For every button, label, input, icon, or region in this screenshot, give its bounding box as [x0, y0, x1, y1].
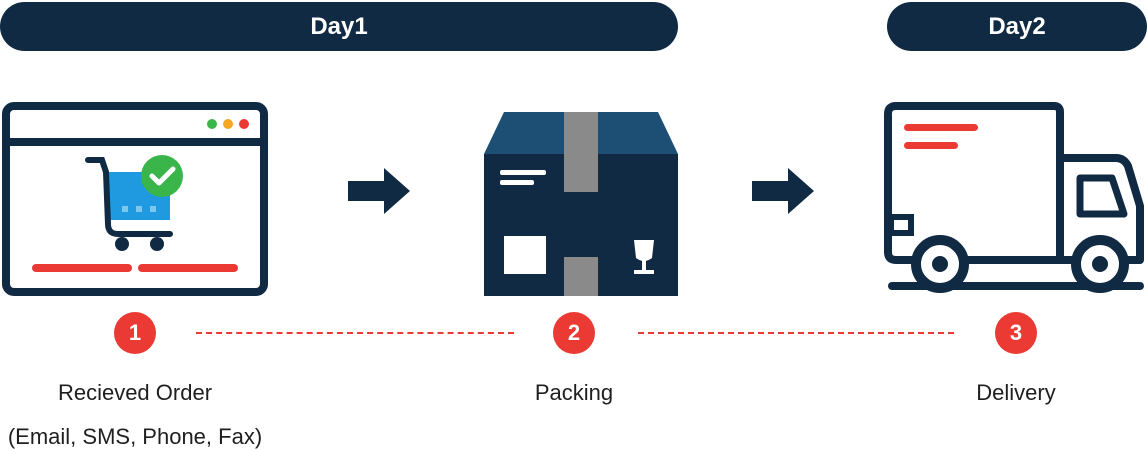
- package-box-icon: [484, 112, 678, 296]
- delivery-truck-icon: [884, 102, 1144, 293]
- day2-banner: Day2: [887, 2, 1147, 51]
- step-1-label: Recieved Order: [57, 380, 213, 405]
- shopping-cart-browser-icon: [2, 102, 268, 296]
- step-3-badge: 3: [995, 312, 1037, 354]
- day1-banner: Day1: [0, 2, 678, 51]
- day1-label: Day1: [310, 12, 368, 40]
- connector-line: [196, 332, 514, 334]
- connector-line: [638, 332, 954, 334]
- step-3-label: Delivery: [976, 380, 1056, 405]
- arrow-right-icon: [348, 168, 410, 214]
- step-1-badge: 1: [114, 312, 156, 354]
- arrow-right-icon: [752, 168, 814, 214]
- step-2-badge: 2: [553, 312, 595, 354]
- step-1-number: 1: [128, 320, 142, 345]
- step-2-number: 2: [567, 320, 581, 345]
- day2-label: Day2: [988, 12, 1046, 40]
- step-1-sublabel: (Email, SMS, Phone, Fax): [7, 424, 263, 449]
- step-3-number: 3: [1009, 320, 1023, 345]
- step-2-label: Packing: [534, 380, 614, 405]
